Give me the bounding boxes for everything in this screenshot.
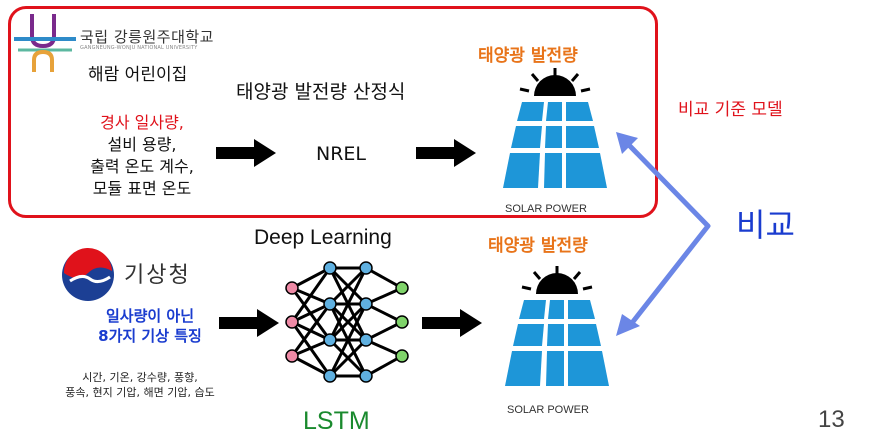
solar-panel-icon — [505, 266, 609, 386]
arrow-right-icon — [422, 309, 482, 337]
page-number: 13 — [818, 406, 845, 433]
arrow-right-icon — [416, 139, 476, 167]
model-nrel: NREL — [316, 143, 367, 165]
input-irradiance: 경사 일사량, — [100, 113, 184, 132]
features-line2: 풍속, 현지 기압, 해면 기압, 습도 — [65, 386, 215, 399]
features-line1: 시간, 기온, 강수량, 풍향, — [82, 371, 198, 384]
compare-arrow-icon — [616, 132, 711, 336]
input-capacity: 설비 용량, — [107, 135, 177, 154]
input-module-temp: 모듈 표면 온도 — [92, 179, 192, 198]
baseline-model-label: 비교 기준 모델 — [678, 100, 783, 120]
input-temp-coefficient: 출력 온도 계수, — [90, 157, 194, 176]
deep-learning-label: Deep Learning — [254, 226, 392, 249]
university-name: 국립 강릉원주대학교 — [80, 28, 214, 46]
formula-title: 태양광 발전량 산정식 — [236, 81, 406, 103]
features-title-line2: 8가지 기상 특징 — [98, 327, 202, 345]
input-list: 경사 일사량, 설비 용량, 출력 온도 계수, 모듈 표면 온도 — [62, 112, 222, 200]
features-title: 일사량이 아닌 8가지 기상 특징 — [60, 306, 240, 346]
output-label-top: 태양광 발전량 — [478, 46, 578, 66]
kma-logo-icon — [62, 247, 114, 301]
arrow-right-icon — [216, 139, 276, 167]
solar-panel-icon — [500, 68, 610, 192]
features-list: 시간, 기온, 강수량, 풍향, 풍속, 현지 기압, 해면 기압, 습도 — [30, 370, 250, 400]
compare-label: 비교 — [736, 206, 795, 244]
features-title-line1: 일사량이 아닌 — [105, 307, 195, 325]
site-name: 해람 어린이집 — [88, 65, 188, 85]
solar-power-label-bottom: SOLAR POWER — [507, 404, 589, 416]
university-logo-icon — [14, 14, 76, 72]
model-lstm: LSTM — [303, 407, 370, 435]
solar-power-label-top: SOLAR POWER — [505, 203, 587, 215]
neural-network-icon — [285, 261, 409, 383]
arrow-right-icon — [219, 309, 279, 337]
baseline-frame — [8, 6, 658, 218]
output-label-bottom: 태양광 발전량 — [488, 236, 588, 256]
university-name-en: GANGNEUNG-WONJU NATIONAL UNIVERSITY — [80, 45, 198, 51]
kma-name: 기상청 — [124, 263, 191, 288]
